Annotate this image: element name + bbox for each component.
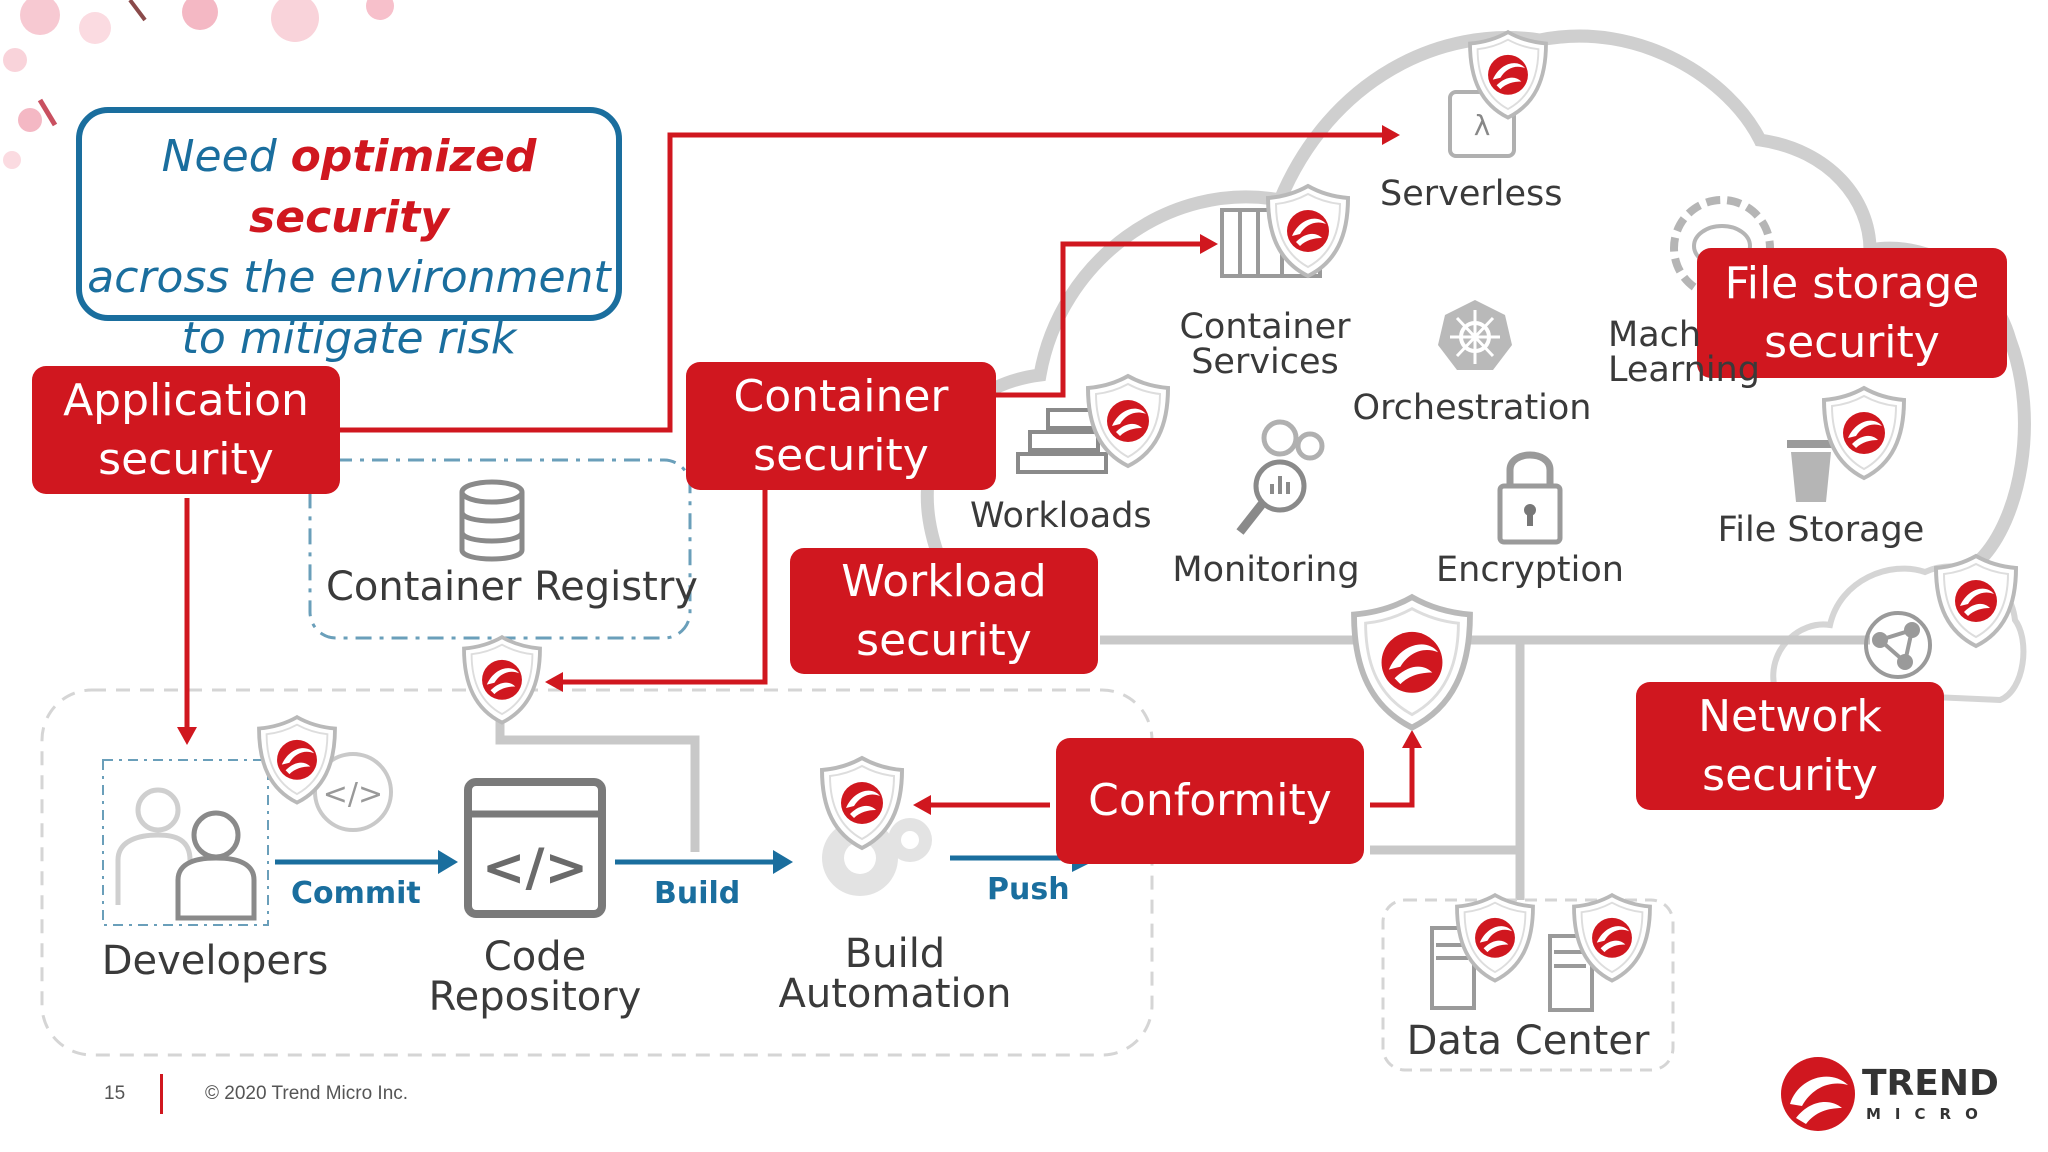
developers-dashed-box bbox=[102, 759, 269, 926]
callout-line-1: Need optimized security bbox=[82, 127, 616, 248]
database-icon bbox=[459, 479, 525, 562]
page-number: 15 bbox=[104, 1083, 126, 1104]
commit-label: Commit bbox=[291, 876, 421, 911]
orchestration-label: Orchestration bbox=[1352, 388, 1592, 428]
build-label: Build bbox=[654, 876, 741, 911]
blossom-decoration bbox=[3, 0, 394, 169]
callout-box: Need optimized security across the envir… bbox=[76, 107, 622, 364]
trend-micro-logo-name: TREND bbox=[1862, 1063, 1999, 1104]
svg-text:</>: </> bbox=[482, 838, 588, 898]
conformity-label: Conformity bbox=[1056, 738, 1364, 864]
trend-micro-logo-sub: MICRO bbox=[1866, 1105, 1992, 1123]
callout-line-3: to mitigate risk bbox=[181, 313, 517, 365]
lock-icon bbox=[1497, 451, 1563, 545]
callout-line-2: across the environment bbox=[87, 252, 611, 304]
serverless-label: Serverless bbox=[1380, 174, 1563, 214]
svg-text:</>: </> bbox=[323, 777, 383, 812]
file-storage-label: File Storage bbox=[1717, 510, 1925, 550]
orchestration-icon bbox=[1438, 300, 1512, 370]
trend-micro-logo-icon bbox=[1781, 1057, 1855, 1131]
network-globe-icon bbox=[1864, 611, 1932, 679]
red-arrowheads bbox=[177, 125, 1422, 815]
pipeline-dashed-box bbox=[40, 688, 1154, 1057]
encryption-label: Encryption bbox=[1436, 550, 1624, 590]
monitoring-label: Monitoring bbox=[1172, 550, 1360, 590]
svg-text:λ: λ bbox=[1474, 109, 1491, 142]
developer-front-icon bbox=[175, 810, 257, 921]
container-registry-label: Container Registry bbox=[326, 564, 698, 610]
workloads-label: Workloads bbox=[970, 496, 1152, 536]
copyright-text: © 2020 Trend Micro Inc. bbox=[205, 1083, 409, 1104]
red-connectors bbox=[184, 132, 1415, 808]
file-storage-icon bbox=[1787, 440, 1835, 502]
push-label: Push bbox=[987, 872, 1070, 907]
build-automation-gear-icon bbox=[822, 818, 932, 896]
footer-divider bbox=[160, 1074, 163, 1114]
monitoring-icon bbox=[1236, 419, 1325, 535]
data-center-dashed-box bbox=[1381, 898, 1675, 1072]
code-circle-icon: </> bbox=[313, 752, 393, 832]
workloads-icon bbox=[1016, 408, 1108, 474]
blue-flow-arrows bbox=[275, 855, 1075, 865]
network-cloud-shape bbox=[1770, 563, 2027, 704]
data-center-label: Data Center bbox=[1406, 1018, 1650, 1064]
developers-icon bbox=[115, 787, 193, 905]
code-repository-icon: </> bbox=[464, 778, 606, 918]
callout-need-text: Need bbox=[161, 131, 291, 182]
developers-label: Developers bbox=[101, 938, 329, 984]
callout-optimized-text: optimized security bbox=[249, 131, 537, 243]
